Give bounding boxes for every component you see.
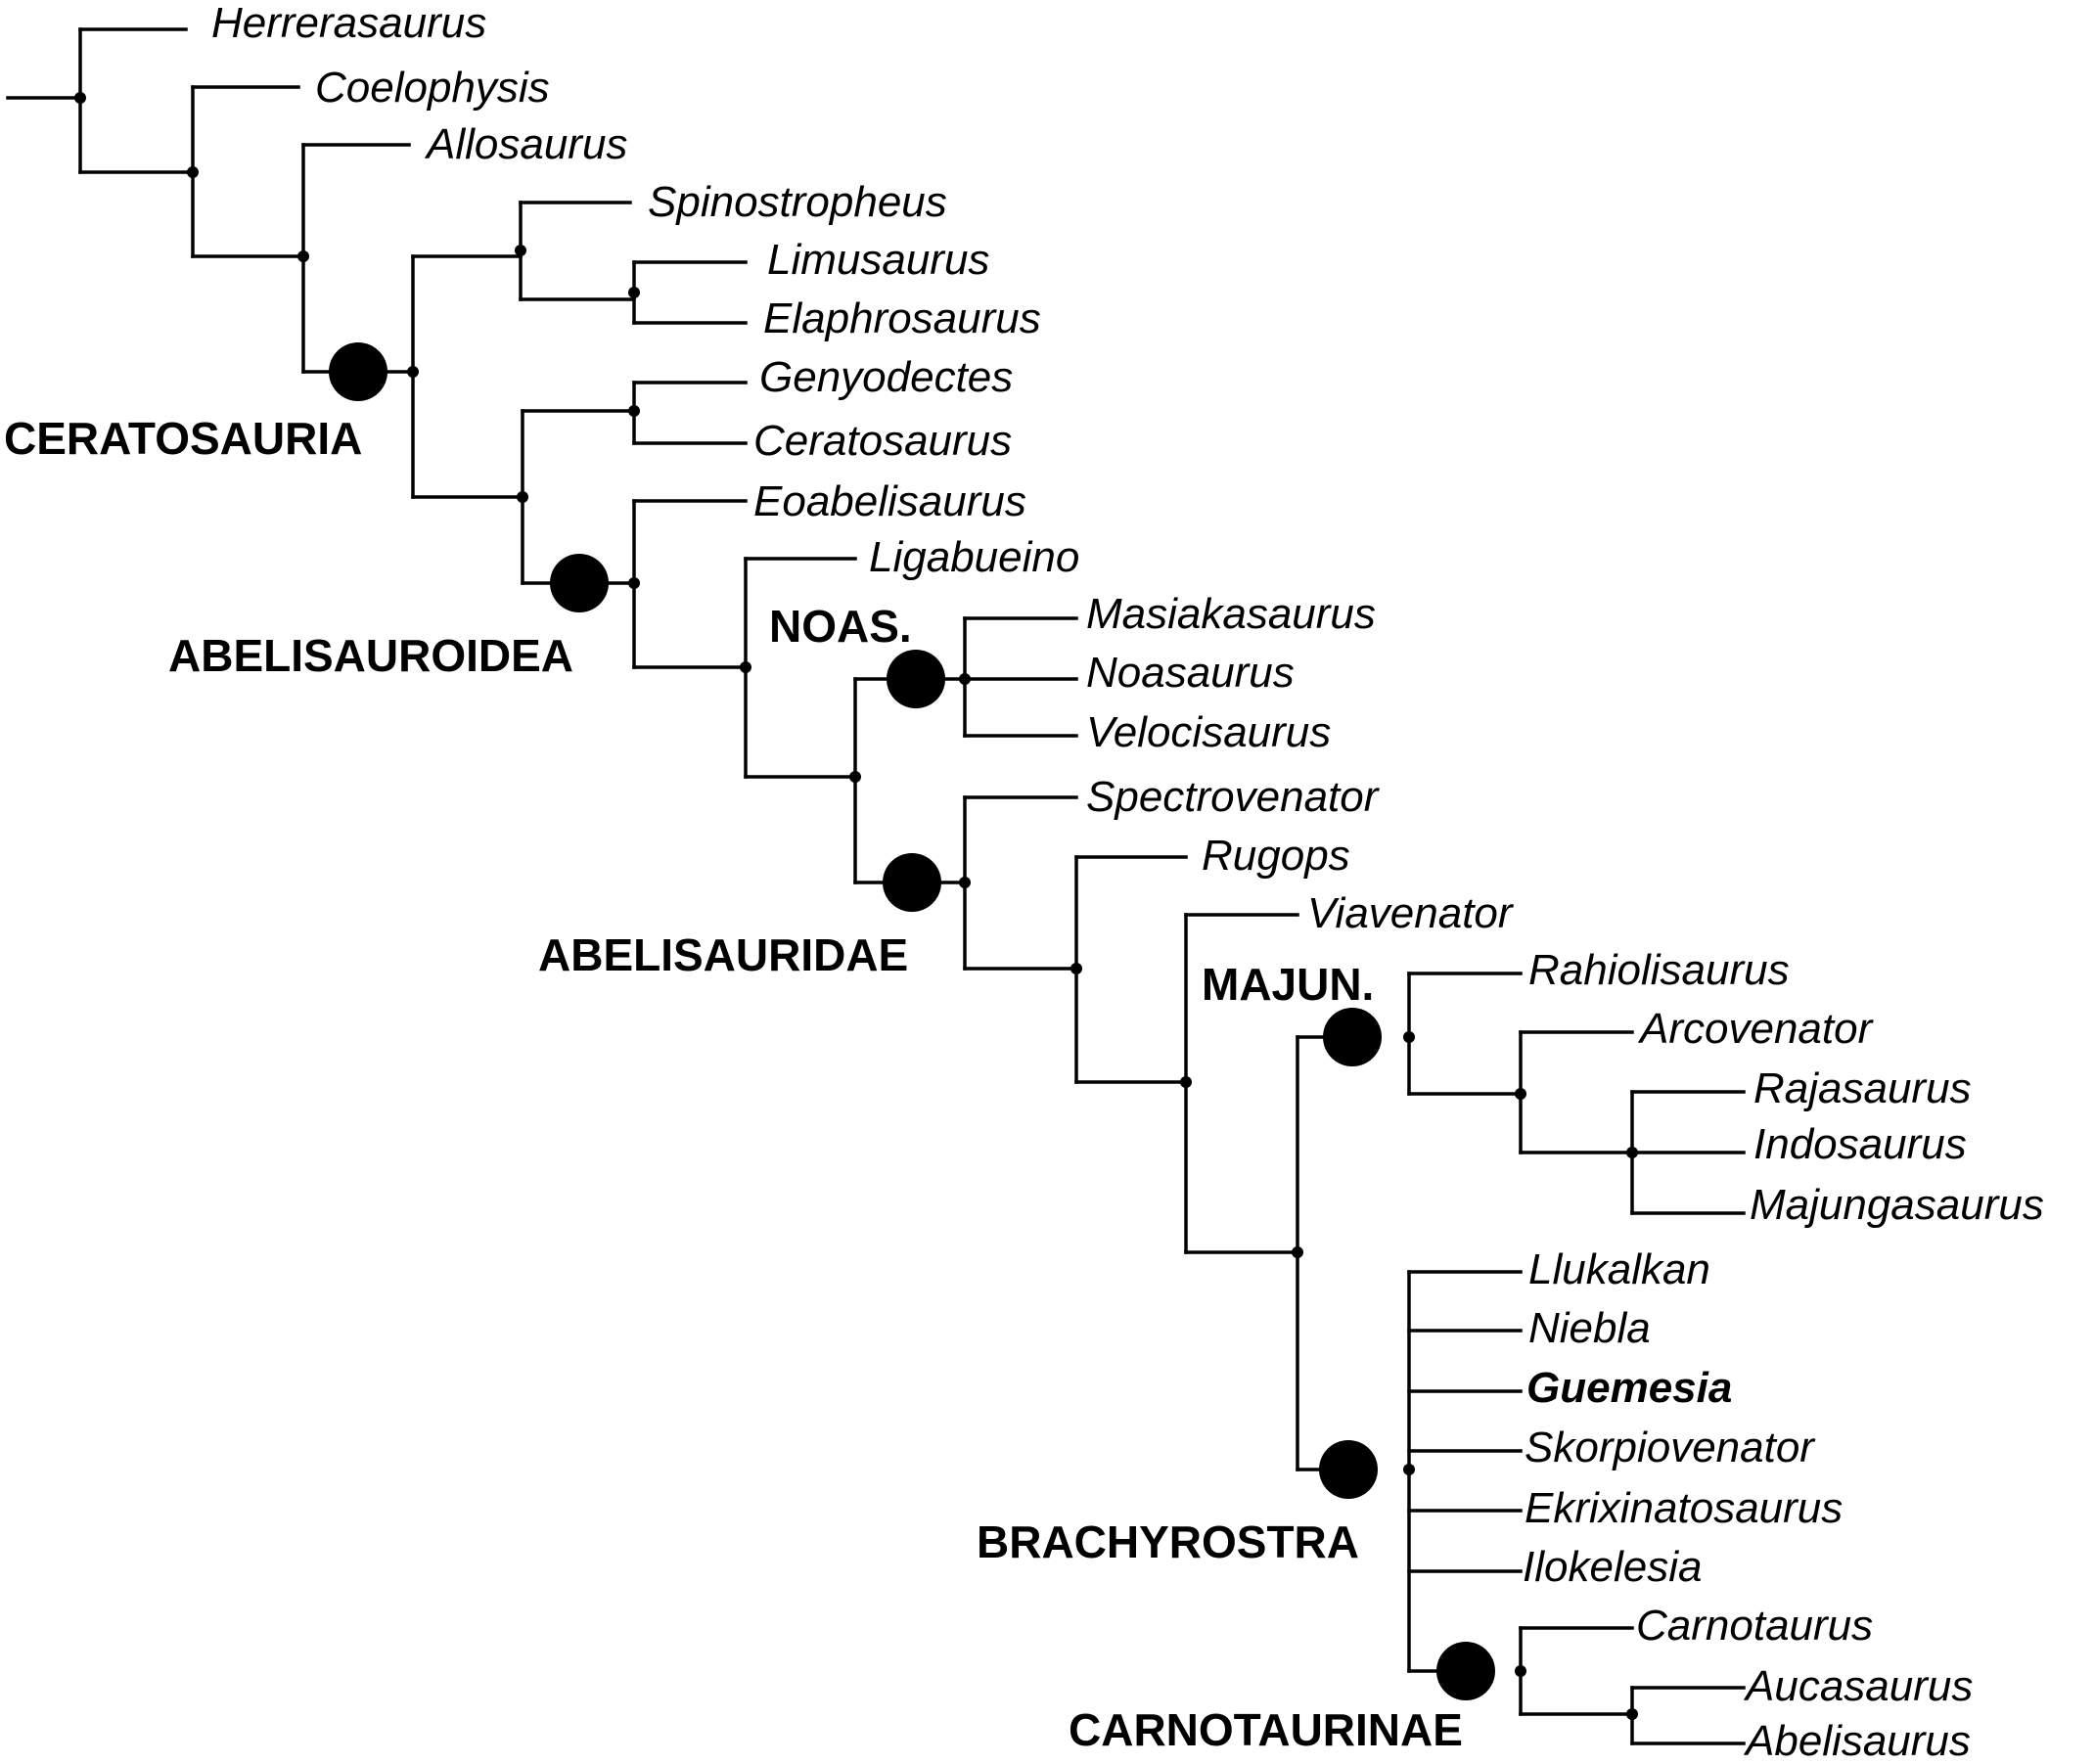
taxon-rugops: Rugops (1202, 832, 1350, 880)
ceratosauria-node-dot (329, 342, 387, 401)
taxon-rajasaurus: Rajasaurus (1753, 1064, 1972, 1112)
taxon-llukalkan: Llukalkan (1528, 1245, 1710, 1293)
taxon-velocisaurus: Velocisaurus (1086, 708, 1331, 756)
taxon-ligabueino: Ligabueino (869, 533, 1079, 581)
taxon-guemesia: Guemesia (1526, 1364, 1732, 1412)
clade-label-ceratosauria: CERATOSAURIA (4, 413, 362, 464)
majungasaurinae-node-dot (1323, 1008, 1382, 1066)
taxon-spinostropheus: Spinostropheus (648, 178, 947, 226)
taxon-ekrixinatosaurus: Ekrixinatosaurus (1525, 1484, 1843, 1532)
clade-labels: CERATOSAURIA ABELISAUROIDEA NOAS. ABELIS… (4, 413, 1463, 1755)
taxon-niebla: Niebla (1528, 1304, 1651, 1352)
taxon-coelophysis: Coelophysis (315, 64, 550, 112)
taxon-allosaurus: Allosaurus (424, 120, 627, 168)
carnotaurinae-node-dot (1436, 1642, 1495, 1700)
taxon-skorpiovenator: Skorpiovenator (1525, 1424, 1816, 1471)
taxon-eoabelisaurus: Eoabelisaurus (753, 477, 1026, 525)
clade-label-carnotaurinae: CARNOTAURINAE (1069, 1704, 1463, 1755)
taxon-viavenator: Viavenator (1307, 889, 1515, 937)
clade-label-majun: MAJUN. (1202, 959, 1374, 1010)
brachyrostra-node-dot (1319, 1440, 1378, 1499)
taxon-limusaurus: Limusaurus (767, 236, 989, 284)
taxon-indosaurus: Indosaurus (1753, 1120, 1967, 1168)
abelisauroidea-node-dot (550, 554, 609, 612)
taxon-majungasaurus: Majungasaurus (1750, 1181, 2044, 1229)
clade-label-abelisauridae: ABELISAURIDAE (538, 929, 908, 980)
taxon-genyodectes: Genyodectes (759, 353, 1013, 401)
taxon-carnotaurus: Carnotaurus (1636, 1602, 1873, 1650)
noasauridae-node-dot (887, 650, 945, 708)
taxon-ilokelesia: Ilokelesia (1523, 1543, 1702, 1591)
tree-branches (6, 27, 1746, 1745)
clade-label-noas: NOAS. (769, 601, 912, 652)
taxon-aucasaurus: Aucasaurus (1743, 1662, 1973, 1710)
taxon-noasaurus: Noasaurus (1086, 649, 1295, 697)
taxon-rahiolisaurus: Rahiolisaurus (1528, 946, 1790, 994)
clade-node-dots (329, 342, 1495, 1700)
node-markers (74, 92, 1638, 1720)
taxon-labels: Herrerasaurus Coelophysis Allosaurus Spi… (211, 0, 2044, 1764)
taxon-spectrovenator: Spectrovenator (1086, 773, 1381, 821)
taxon-ceratosaurus: Ceratosaurus (753, 417, 1012, 465)
abelisauridae-node-dot (883, 853, 941, 912)
taxon-herrerasaurus: Herrerasaurus (211, 0, 486, 47)
clade-label-abelisauroidea: ABELISAUROIDEA (168, 630, 573, 681)
taxon-elaphrosaurus: Elaphrosaurus (763, 294, 1041, 342)
taxon-arcovenator: Arcovenator (1637, 1005, 1875, 1053)
taxon-abelisaurus: Abelisaurus (1743, 1717, 1971, 1764)
clade-label-brachyrostra: BRACHYROSTRA (977, 1516, 1359, 1567)
taxon-masiakasaurus: Masiakasaurus (1086, 590, 1376, 638)
